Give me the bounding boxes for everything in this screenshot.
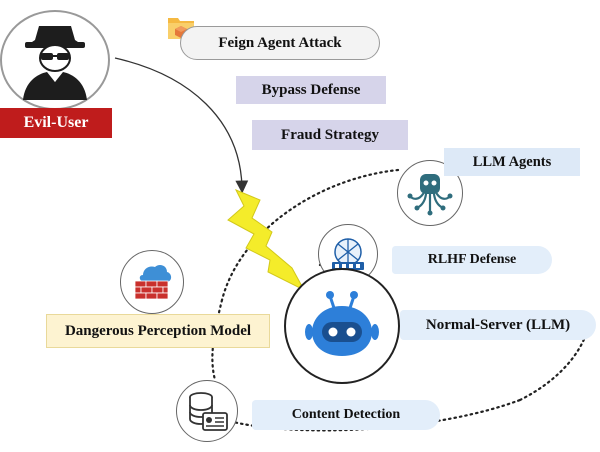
normal-server-label: Normal-Server (LLM) xyxy=(400,310,596,340)
defense-circuit-icon xyxy=(332,238,364,270)
content-detection-label: Content Detection xyxy=(252,400,440,430)
content-detection-icon-circle xyxy=(176,380,238,442)
dangerous-perception-icon-circle xyxy=(120,250,184,314)
firewall-cloud-icon xyxy=(134,264,172,300)
evil-user-label: Evil-User xyxy=(0,108,112,138)
evil-user-avatar xyxy=(0,10,110,110)
lightning-bolt-icon xyxy=(227,189,306,292)
dotted-arc-top xyxy=(220,168,400,302)
llm-agents-label: LLM Agents xyxy=(444,148,580,176)
bypass-defense-label: Bypass Defense xyxy=(236,76,386,104)
dangerous-perception-label: Dangerous Perception Model xyxy=(46,314,270,348)
llm-agents-icon-circle xyxy=(397,160,463,226)
normal-server-icon-circle xyxy=(284,268,400,384)
feign-agent-attack-label: Feign Agent Attack xyxy=(180,26,380,60)
database-card-icon xyxy=(189,392,228,431)
fraud-strategy-label: Fraud Strategy xyxy=(252,120,408,150)
attack-arrow xyxy=(114,57,249,194)
spy-icon xyxy=(23,26,87,100)
rlhf-defense-label: RLHF Defense xyxy=(392,246,552,274)
dotted-arc-left xyxy=(211,298,224,382)
octopus-robot-icon xyxy=(407,174,453,216)
robot-head-icon xyxy=(305,291,379,356)
